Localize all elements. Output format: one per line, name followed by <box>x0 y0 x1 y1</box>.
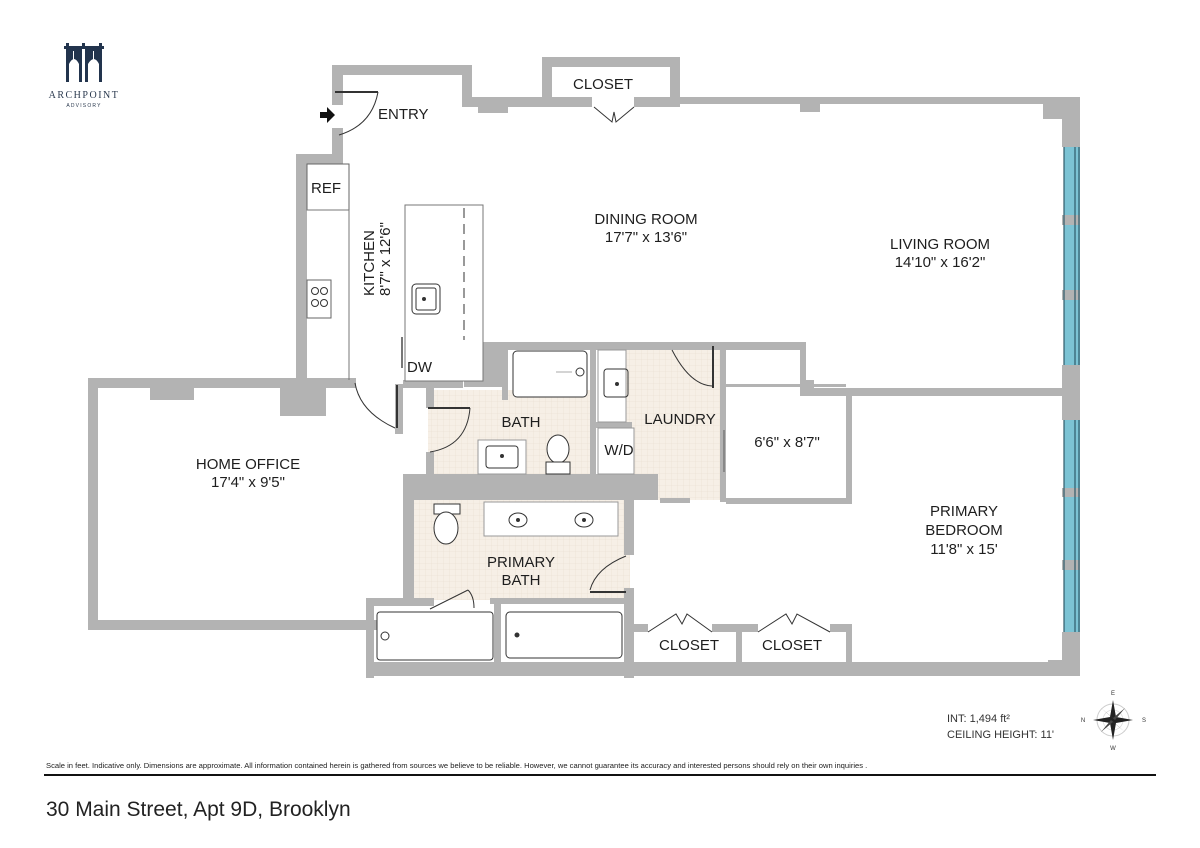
label-closet-top: CLOSET <box>573 76 633 93</box>
brand-logo: ARCHPOINT ADVISORY <box>48 42 120 109</box>
divider <box>44 774 1156 776</box>
label-primary-bedroom-1: PRIMARY <box>930 503 998 520</box>
label-dining-dims: 17'7" x 13'6" <box>605 229 687 246</box>
brand-name: ARCHPOINT <box>48 90 120 101</box>
label-primary-bath-2: BATH <box>502 572 541 589</box>
stove-icon <box>306 279 332 319</box>
label-kitchen: KITCHEN <box>361 230 378 296</box>
label-primary-bedroom-2: BEDROOM <box>925 522 1003 539</box>
brand-tagline: ADVISORY <box>66 103 102 109</box>
label-kitchen-dims: 8'7" x 12'6" <box>377 222 394 296</box>
compass-e: E <box>1111 691 1115 697</box>
label-home-office-dims: 17'4" x 9'5" <box>211 474 285 491</box>
label-dining: DINING ROOM <box>594 211 697 228</box>
compass-s: S <box>1142 718 1146 724</box>
label-ref: REF <box>311 180 341 197</box>
windows <box>1063 147 1080 632</box>
label-living: LIVING ROOM <box>890 236 990 253</box>
interior-area: INT: 1,494 ft² <box>947 713 1010 725</box>
disclaimer: Scale in feet. Indicative only. Dimensio… <box>46 761 868 770</box>
label-entry: ENTRY <box>378 106 429 123</box>
stats-block: INT: 1,494 ft² CEILING HEIGHT: 11' <box>947 711 1054 743</box>
bridge-icon <box>64 43 104 82</box>
label-bath: BATH <box>502 414 541 431</box>
compass-w: W <box>1110 746 1116 752</box>
label-closet-bottom-1: CLOSET <box>659 637 719 654</box>
ceiling-height: CEILING HEIGHT: 11' <box>947 729 1055 741</box>
label-living-dims: 14'10" x 16'2" <box>895 254 986 271</box>
compass-n: N <box>1081 718 1085 724</box>
label-primary-bath-1: PRIMARY <box>487 554 555 571</box>
address: 30 Main Street, Apt 9D, Brooklyn <box>46 798 351 821</box>
fixtures <box>306 91 831 661</box>
label-closet-bottom-2: CLOSET <box>762 637 822 654</box>
label-dw: DW <box>407 359 433 376</box>
label-walkin-dims: 6'6" x 8'7" <box>754 434 820 451</box>
label-primary-bedroom-dims: 11'8" x 15' <box>930 541 998 558</box>
label-wd: W/D <box>604 442 633 459</box>
compass-icon: E W N S <box>1081 691 1146 752</box>
label-home-office: HOME OFFICE <box>196 456 300 473</box>
entry-arrow-icon <box>320 107 335 123</box>
label-laundry: LAUNDRY <box>644 411 715 428</box>
